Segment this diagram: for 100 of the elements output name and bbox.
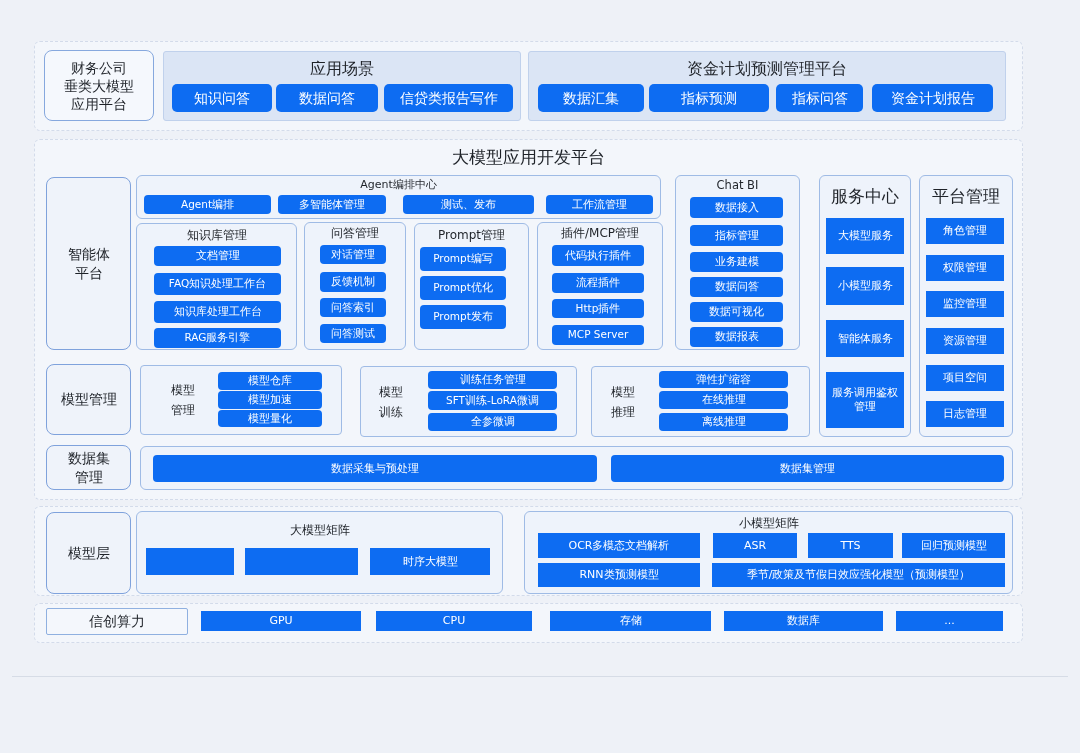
feature-chip: 业务建模 — [690, 252, 783, 272]
panel-label: 模型管理 — [171, 382, 195, 419]
model-chip: ... — [896, 611, 1003, 631]
scenario-chip: 知识问答 — [172, 84, 272, 112]
feature-chip: Prompt优化 — [420, 276, 506, 300]
scenario-panel — [163, 51, 521, 121]
scenario-chip: 指标问答 — [776, 84, 863, 112]
scenario-chip: 数据问答 — [276, 84, 378, 112]
module-panel — [537, 222, 663, 350]
panel-title: 应用场景 — [310, 59, 374, 80]
module-panel — [360, 366, 577, 437]
service-chip: 监控管理 — [926, 291, 1004, 317]
module-panel — [304, 222, 406, 350]
feature-chip: 模型加速 — [218, 391, 322, 409]
model-chip: RNN类预测模型 — [538, 563, 700, 587]
scenario-chip: 资金计划报告 — [872, 84, 993, 112]
model-chip: 数据库 — [724, 611, 883, 631]
module-panel — [675, 175, 800, 350]
feature-chip: 数据问答 — [690, 277, 783, 297]
model-chip: 存储 — [550, 611, 711, 631]
feature-chip: 对话管理 — [320, 245, 386, 264]
feature-chip: 代码执行插件 — [552, 245, 644, 266]
module-panel — [136, 223, 297, 350]
layer-band — [34, 41, 1023, 131]
feature-chip: 离线推理 — [659, 413, 788, 431]
feature-chip: 数据接入 — [690, 197, 783, 218]
layer-band — [34, 603, 1023, 643]
module-panel — [591, 366, 810, 437]
layer-label: 智能体平台 — [46, 177, 131, 350]
module-panel — [136, 511, 503, 594]
model-chip — [245, 548, 358, 575]
feature-chip: 数据集管理 — [611, 455, 1004, 482]
feature-chip: FAQ知识处理工作台 — [154, 273, 281, 295]
layer-band — [34, 139, 1023, 500]
feature-chip: 数据采集与预处理 — [153, 455, 597, 482]
module-panel — [136, 175, 661, 219]
feature-chip: 多智能体管理 — [278, 195, 386, 214]
feature-chip: Http插件 — [552, 299, 644, 318]
layer-label: 数据集管理 — [46, 445, 131, 490]
model-chip: 时序大模型 — [370, 548, 490, 575]
scenario-chip: 数据汇集 — [538, 84, 644, 112]
module-panel — [140, 365, 342, 435]
feature-chip: 数据可视化 — [690, 302, 783, 322]
layer-label: 模型管理 — [46, 364, 131, 435]
feature-chip: 反馈机制 — [320, 272, 386, 292]
feature-chip: Prompt发布 — [420, 305, 506, 329]
service-chip: 智能体服务 — [826, 320, 904, 357]
module-panel — [414, 223, 529, 350]
module-panel — [919, 175, 1013, 437]
panel-title: 服务中心 — [831, 185, 899, 208]
feature-chip: 测试、发布 — [403, 195, 534, 214]
feature-chip: 数据报表 — [690, 327, 783, 347]
feature-chip: SFT训练-LoRA微调 — [428, 391, 557, 410]
scenario-chip: 信贷类报告写作 — [384, 84, 513, 112]
feature-chip: 全参微调 — [428, 413, 557, 431]
panel-title: Chat BI — [716, 178, 759, 193]
panel-title: Agent编排中心 — [360, 178, 437, 193]
layer-label: 信创算力 — [46, 608, 188, 635]
panel-title: 资金计划预测管理平台 — [687, 59, 847, 80]
feature-chip: 在线推理 — [659, 391, 788, 409]
model-chip: ASR — [713, 533, 797, 558]
service-chip: 日志管理 — [926, 401, 1004, 427]
panel-label: 模型推理 — [611, 383, 635, 421]
service-chip: 小模型服务 — [826, 267, 904, 305]
service-chip: 权限管理 — [926, 255, 1004, 281]
model-chip: 季节/政策及节假日效应强化模型（预测模型） — [712, 563, 1005, 587]
layer-band — [34, 506, 1023, 596]
platform-title: 大模型应用开发平台 — [452, 146, 605, 169]
feature-chip: 模型量化 — [218, 410, 322, 427]
panel-title: 问答管理 — [331, 226, 379, 242]
module-panel — [819, 175, 911, 437]
panel-title: Prompt管理 — [437, 228, 506, 244]
feature-chip: 工作流管理 — [546, 195, 653, 214]
feature-chip: 文档管理 — [154, 246, 281, 266]
model-chip — [146, 548, 234, 575]
panel-title: 平台管理 — [932, 185, 1000, 208]
scenario-panel — [528, 51, 1006, 121]
feature-chip: 问答测试 — [320, 324, 386, 343]
service-chip: 资源管理 — [926, 328, 1004, 354]
feature-chip: 模型仓库 — [218, 372, 322, 390]
scenario-chip: 指标预测 — [649, 84, 769, 112]
feature-chip: Agent编排 — [144, 195, 271, 214]
feature-chip: 指标管理 — [690, 225, 783, 246]
layer-label: 模型层 — [46, 512, 131, 594]
model-chip: 回归预测模型 — [902, 533, 1005, 558]
feature-chip: RAG服务引擎 — [154, 328, 281, 348]
feature-chip: 流程插件 — [552, 273, 644, 293]
panel-label: 模型训练 — [379, 383, 403, 421]
feature-chip: 训练任务管理 — [428, 371, 557, 389]
feature-chip: 弹性扩缩容 — [659, 371, 788, 388]
model-chip: TTS — [808, 533, 893, 558]
feature-chip: 问答索引 — [320, 298, 386, 317]
platform-label: 财务公司垂类大模型应用平台 — [44, 50, 154, 121]
panel-title: 大模型矩阵 — [289, 523, 350, 539]
module-panel — [524, 511, 1013, 594]
panel-title: 小模型矩阵 — [738, 516, 799, 532]
service-chip: 角色管理 — [926, 218, 1004, 244]
feature-chip: Prompt编写 — [420, 247, 506, 271]
module-panel — [140, 446, 1013, 490]
service-chip: 服务调用鉴权管理 — [826, 372, 904, 428]
